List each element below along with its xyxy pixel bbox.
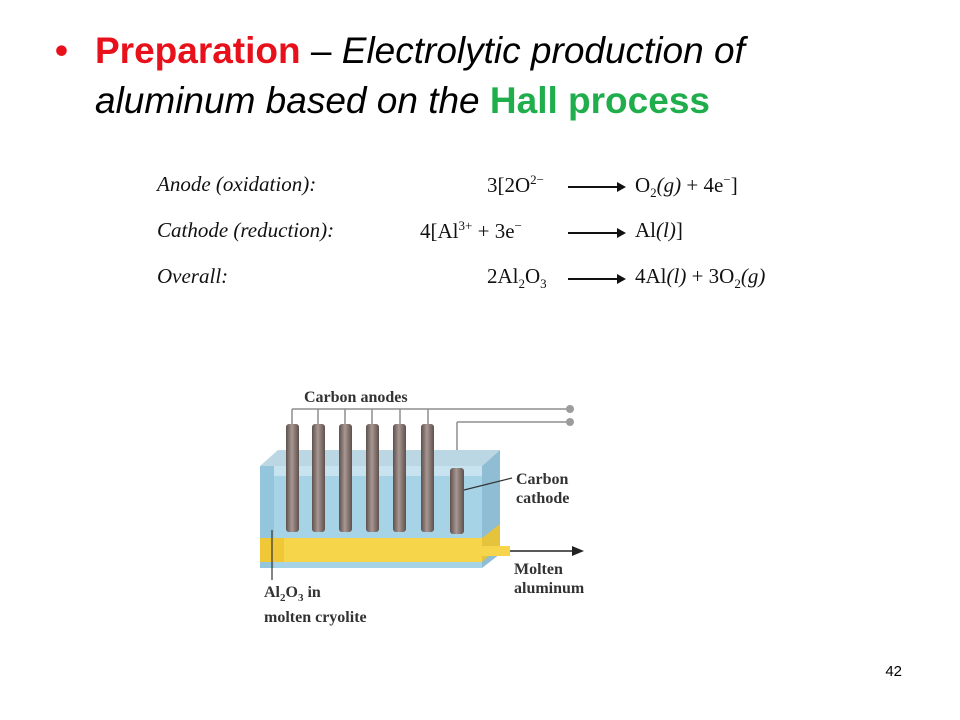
molten-aluminum-layer bbox=[260, 538, 482, 562]
cell-illustration bbox=[260, 405, 584, 580]
cathode-label: Cathode (reduction): bbox=[157, 218, 335, 242]
cathode-product: Al(l)] bbox=[635, 218, 683, 242]
terminal-negative bbox=[566, 418, 574, 426]
outflow-arrow bbox=[572, 546, 584, 556]
anode-label: Anode (oxidation): bbox=[157, 172, 317, 196]
page-number: 42 bbox=[885, 663, 902, 680]
anode-arrow bbox=[568, 182, 626, 191]
carbon-anodes bbox=[286, 424, 434, 532]
bullet-point: • bbox=[55, 30, 68, 71]
cathode-reactants: 4[Al3+ + 3e− bbox=[420, 218, 522, 243]
overall-arrow bbox=[568, 274, 626, 283]
slide-title: • Preparation – Electrolytic production … bbox=[55, 26, 915, 126]
title-dash: – bbox=[300, 30, 342, 71]
overall-products: 4Al(l) + 3O2(g) bbox=[635, 264, 766, 292]
overall-label: Overall: bbox=[157, 264, 229, 288]
title-highlight: Hall process bbox=[489, 80, 710, 121]
aluminum-outflow bbox=[482, 546, 510, 556]
overall-reactant: 2Al2O3 bbox=[487, 264, 547, 292]
anode-products: O2(g) + 4e−] bbox=[635, 172, 738, 201]
cathode-arrow bbox=[568, 228, 626, 237]
title-line2: aluminum based on the bbox=[95, 80, 490, 121]
terminal-positive bbox=[566, 405, 574, 413]
carbon-anodes-label: Carbon anodes bbox=[304, 389, 408, 406]
title-line1: Electrolytic production of bbox=[341, 30, 745, 71]
anode-reactant: 3[2O2− bbox=[487, 172, 545, 197]
carbon-cathode bbox=[450, 468, 464, 534]
title-keyword: Preparation bbox=[95, 30, 301, 71]
